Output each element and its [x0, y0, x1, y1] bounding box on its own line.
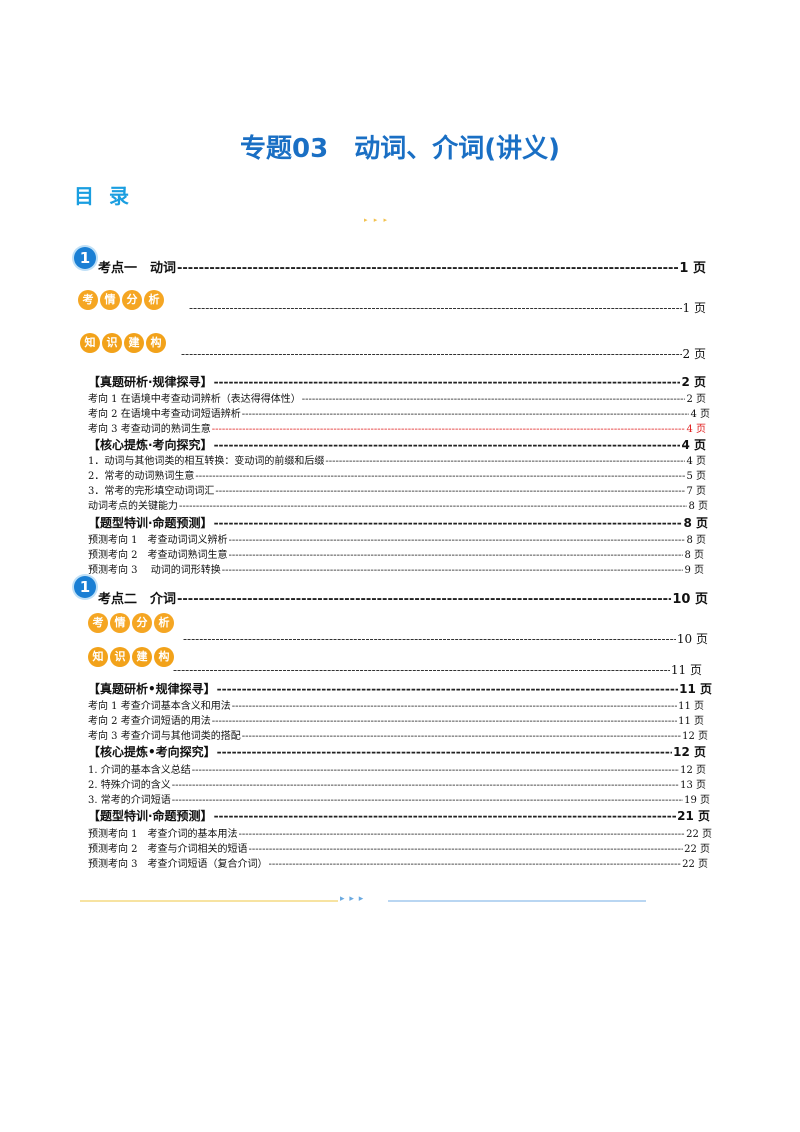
toc-group-title[interactable]: 【题型特训·命题预测】 8 页: [88, 514, 708, 531]
toc-item[interactable]: 3．常考的完形填空动词词汇 7 页: [88, 482, 706, 497]
toc-item[interactable]: 预测考向 3 考查介词短语（复合介词） 22 页: [88, 855, 708, 870]
analysis-badge-icon: 考情分析: [88, 613, 174, 633]
toc-entry-knowledge-1[interactable]: 2 页: [180, 345, 706, 362]
toc-item[interactable]: 考向 1 考查介词基本含义和用法 11 页: [88, 697, 704, 712]
page-number: 1 页: [679, 261, 706, 276]
knowledge-badge-icon: 知识建构: [80, 333, 166, 353]
divider-arrows-icon: ▸ ▸ ▸: [340, 894, 365, 904]
page-number: 10 页: [672, 592, 708, 607]
leader-dots: [183, 632, 676, 646]
toc-entry-analysis-2[interactable]: 10 页: [182, 630, 708, 647]
document-title: 专题03 动词、介词(讲义): [240, 134, 560, 164]
toc-item[interactable]: 考向 3 考查介词与其他词类的搭配 12 页: [88, 727, 708, 742]
toc-item[interactable]: 考向 1 在语境中考查动词辨析（表达得得体性） 2 页: [88, 390, 706, 405]
page-number: 11 页: [670, 663, 702, 677]
toc-group-title[interactable]: 【真题研析·规律探寻】 2 页: [88, 373, 706, 390]
toc-item[interactable]: 考向 2 考查介词短语的用法 11 页: [88, 712, 704, 727]
toc-item[interactable]: 预测考向 3 动词的词形转换 9 页: [88, 561, 704, 576]
toc-entry-analysis-1[interactable]: 1 页: [188, 299, 706, 316]
toc-group-title[interactable]: 【核心提炼•考向探究】 12 页: [88, 743, 706, 760]
toc-item[interactable]: 动词考点的关键能力 8 页: [88, 497, 708, 512]
toc-entry-section-2[interactable]: 考点二 介词 10 页: [98, 588, 708, 607]
leader-dots: [177, 592, 671, 607]
section-heading: 考点一 动词: [98, 261, 177, 276]
toc-item[interactable]: 预测考向 1 考查介词的基本用法 22 页: [88, 825, 712, 840]
decor-arrows: ▸ ▸ ▸: [364, 216, 389, 224]
divider-line: [80, 900, 338, 902]
leader-dots: [177, 261, 678, 276]
knowledge-badge-icon: 知识建构: [88, 647, 174, 667]
toc-group-title[interactable]: 【真题研析•规律探寻】 11 页: [88, 680, 712, 697]
page-number: 2 页: [682, 347, 706, 361]
analysis-badge-icon: 考情分析: [78, 290, 164, 310]
section-number-icon: 1: [74, 576, 96, 598]
toc-item[interactable]: 考向 3 考查动词的熟词生意 4 页: [88, 420, 706, 435]
toc-item[interactable]: 考向 2 在语境中考查动词短语辨析 4 页: [88, 405, 710, 420]
toc-entry-knowledge-2[interactable]: 11 页: [172, 661, 702, 678]
toc-group-title[interactable]: 【核心提炼·考向探究】 4 页: [88, 436, 706, 453]
toc-group-title[interactable]: 【题型特训·命题预测】 21 页: [88, 807, 710, 824]
toc-item[interactable]: 1. 介词的基本含义总结 12 页: [88, 761, 706, 776]
page-number: 10 页: [676, 632, 708, 646]
toc-item[interactable]: 预测考向 2 考查动词熟词生意 8 页: [88, 546, 704, 561]
leader-dots: [181, 347, 682, 361]
toc-heading: 目 录: [74, 184, 133, 208]
section-heading: 考点二 介词: [98, 592, 177, 607]
page-number: 1 页: [682, 301, 706, 315]
toc-entry-section-1[interactable]: 考点一 动词 1 页: [98, 257, 706, 276]
section-number-icon: 1: [74, 247, 96, 269]
toc-item[interactable]: 3. 常考的介词短语 19 页: [88, 791, 710, 806]
divider-line: [388, 900, 646, 902]
leader-dots: [173, 663, 670, 677]
toc-item[interactable]: 1．动词与其他词类的相互转换：变动词的前缀和后缀 4 页: [88, 452, 706, 467]
toc-item[interactable]: 预测考向 1 考查动词词义辨析 8 页: [88, 531, 706, 546]
toc-item[interactable]: 2. 特殊介词的含义 13 页: [88, 776, 706, 791]
toc-item[interactable]: 预测考向 2 考查与介词相关的短语 22 页: [88, 840, 710, 855]
toc-item[interactable]: 2．常考的动词熟词生意 5 页: [88, 467, 706, 482]
leader-dots: [189, 301, 682, 315]
